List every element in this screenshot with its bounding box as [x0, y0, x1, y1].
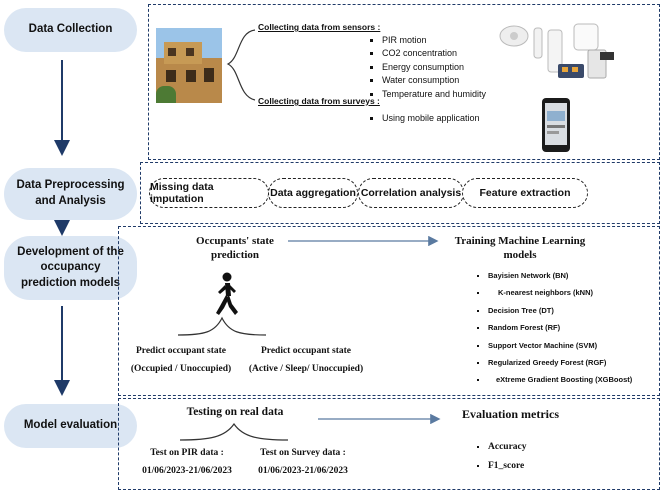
collection-box — [148, 4, 660, 160]
prediction-brace — [177, 316, 267, 336]
step-label: Data aggregation — [270, 187, 356, 199]
predict-left-states: (Occupied / Unoccupied) — [130, 364, 232, 374]
training-title: Training Machine Learning models — [454, 235, 586, 261]
evaluation-box — [118, 398, 660, 490]
step-label: Missing data imputation — [150, 181, 214, 205]
sensor-list: PIR motion CO2 concentration Energy cons… — [368, 34, 486, 101]
sensor-item: Energy consumption — [382, 61, 486, 74]
predict-right-states: (Active / Sleep/ Unoccupied) — [248, 364, 364, 374]
predict-left-title: Predict occupant state — [135, 346, 227, 356]
model-item: K-nearest neighbors (kNN) — [488, 284, 632, 301]
preprocessing-box — [140, 162, 660, 224]
step-missing-data: Missing data imputation — [149, 178, 269, 208]
development-box — [118, 226, 660, 396]
step-label: Feature extraction — [479, 187, 571, 199]
sensor-devices-icon — [499, 23, 614, 79]
model-item: Random Forest (RF) — [488, 319, 632, 336]
metric-item: Accuracy — [488, 438, 527, 457]
walking-person-icon — [216, 272, 238, 315]
step-label: Correlation analysis — [360, 187, 462, 199]
step-feature-extraction: Feature extraction — [462, 178, 588, 208]
survey-list: Using mobile application — [368, 113, 480, 123]
stage-data-collection: Data Collection — [4, 8, 137, 52]
testing-title: Testing on real data — [186, 406, 284, 418]
model-item: Decision Tree (DT) — [488, 302, 632, 319]
metrics-list: Accuracy F1_score — [476, 438, 527, 476]
surveys-title: Collecting data from surveys : — [258, 96, 380, 106]
sensor-item: Water consumption — [382, 74, 486, 87]
model-item: Regularized Greedy Forest (RGF) — [488, 354, 632, 371]
step-aggregation: Data aggregation — [268, 178, 358, 208]
sensors-title: Collecting data from sensors : — [258, 22, 381, 32]
metrics-title: Evaluation metrics — [462, 407, 559, 421]
model-item: Bayisien Network (BN) — [488, 267, 632, 284]
stage-label: Data Preprocessing and Analysis — [16, 179, 125, 207]
stage-label: Model evaluation — [23, 419, 118, 432]
predict-right-title: Predict occupant state — [260, 346, 352, 356]
sensor-item: Temperature and humidity — [382, 88, 486, 101]
survey-label: Test on Survey data : — [260, 448, 346, 458]
collection-brace — [226, 29, 256, 101]
metric-item: F1_score — [488, 457, 527, 476]
sensor-item: CO2 concentration — [382, 47, 486, 60]
survey-dates: 01/06/2023-21/06/2023 — [258, 466, 348, 476]
pir-label: Test on PIR data : — [150, 448, 224, 458]
survey-item: Using mobile application — [382, 113, 480, 123]
model-item: eXtreme Gradient Boosting (XGBoost) — [488, 371, 632, 388]
stage-preprocessing: Data Preprocessing and Analysis — [4, 168, 137, 220]
stage-label: Development of the occupancy prediction … — [17, 245, 124, 289]
step-correlation: Correlation analysis — [358, 178, 464, 208]
stage-development: Development of the occupancy prediction … — [4, 236, 137, 300]
testing-brace — [179, 422, 289, 441]
prediction-title: Occupants' state prediction — [196, 235, 274, 261]
building-photo — [156, 28, 222, 103]
pir-dates: 01/06/2023-21/06/2023 — [142, 466, 232, 476]
stage-evaluation: Model evaluation — [4, 404, 137, 448]
smartphone-icon — [542, 98, 570, 152]
sensor-item: PIR motion — [382, 34, 486, 47]
model-item: Support Vector Machine (SVM) — [488, 337, 632, 354]
model-list: Bayisien Network (BN) K-nearest neighbor… — [476, 267, 632, 389]
stage-label: Data Collection — [28, 23, 113, 36]
